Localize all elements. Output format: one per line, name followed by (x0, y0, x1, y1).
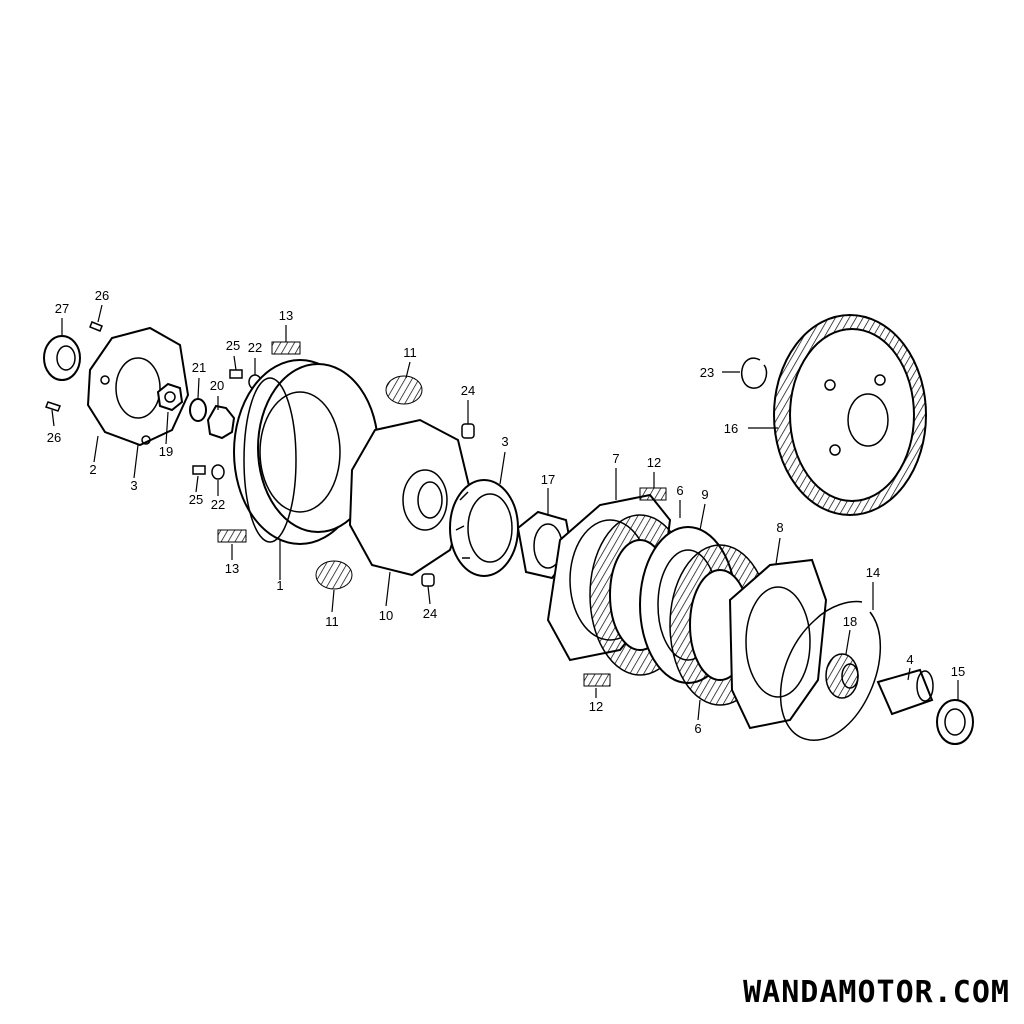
part-13-spring-top (271, 341, 301, 355)
part-25-bolt-bottom (192, 465, 206, 475)
callout-labels: 27 26 26 2 3 19 21 20 25 22 13 25 22 13 … (47, 288, 965, 736)
callout-26-bottom: 26 (47, 430, 61, 445)
callout-18: 18 (843, 614, 857, 629)
callout-15: 15 (951, 664, 965, 679)
part-25-bolt-top (229, 369, 243, 379)
callout-25-top: 25 (226, 338, 240, 353)
callout-3: 3 (130, 478, 137, 493)
callout-27: 27 (55, 301, 69, 316)
callout-11-top: 11 (403, 345, 417, 360)
part-24-pin-top (461, 423, 475, 439)
part-14-snap-ring (779, 600, 881, 741)
part-16-driven-gear (773, 314, 927, 516)
callout-8: 8 (776, 520, 783, 535)
callout-12-top: 12 (647, 455, 661, 470)
callout-26-top: 26 (95, 288, 109, 303)
callout-22-bottom: 22 (211, 497, 225, 512)
part-24-pin-bottom (421, 573, 435, 587)
part-11-spring-top (385, 375, 423, 405)
part-23-circlip (741, 357, 768, 389)
callout-6-bottom: 6 (694, 721, 701, 736)
callout-22-top: 22 (248, 340, 262, 355)
callout-5: 4 (906, 652, 913, 667)
callout-24-top: 24 (461, 383, 475, 398)
part-20-lock-plate (206, 404, 236, 440)
callout-2: 2 (89, 462, 96, 477)
part-1-clutch-drum (233, 359, 379, 545)
callout-12-bottom: 12 (589, 699, 603, 714)
callout-10: 10 (379, 608, 393, 623)
part-10-drive-plate (348, 418, 472, 577)
part-19-nut (156, 382, 184, 412)
callout-24-bottom: 24 (423, 606, 437, 621)
part-22-washer-bottom (211, 464, 225, 480)
callout-20: 20 (210, 378, 224, 393)
part-21-washer (189, 398, 207, 422)
part-13-spring-bottom (217, 529, 247, 543)
watermark-logo: WANDAMOTOR.COM (743, 975, 1010, 1010)
callout-19: 19 (159, 444, 173, 459)
callout-17: 17 (541, 472, 555, 487)
part-2-side-plate (86, 326, 190, 447)
callout-7: 7 (612, 451, 619, 466)
part-26-screw-bottom (45, 401, 61, 412)
part-26-screw-top (89, 321, 103, 332)
callout-1: 1 (276, 578, 283, 593)
callout-9: 9 (701, 487, 708, 502)
callout-23: 23 (700, 365, 714, 380)
part-15-collar (936, 699, 974, 745)
leader-lines (51, 304, 959, 721)
part-11-spring-bottom (315, 560, 353, 590)
callout-14: 14 (866, 565, 880, 580)
callout-16: 16 (724, 421, 738, 436)
callout-13-bottom: 13 (225, 561, 239, 576)
callout-4: 3 (501, 434, 508, 449)
part-12-spring-top (639, 487, 667, 501)
callout-6-top: 6 (676, 483, 683, 498)
part-4-one-way-clutch (449, 479, 519, 577)
part-18-gear (825, 653, 859, 699)
callout-25-bottom: 25 (189, 492, 203, 507)
part-12-spring-bottom (583, 673, 611, 687)
part-8-plate (728, 558, 828, 730)
part-5-needle-bearing (876, 668, 934, 716)
part-27-bearing (43, 335, 81, 381)
callout-21: 21 (192, 360, 206, 375)
callout-13-top: 13 (279, 308, 293, 323)
callout-11-bottom: 11 (325, 614, 339, 629)
